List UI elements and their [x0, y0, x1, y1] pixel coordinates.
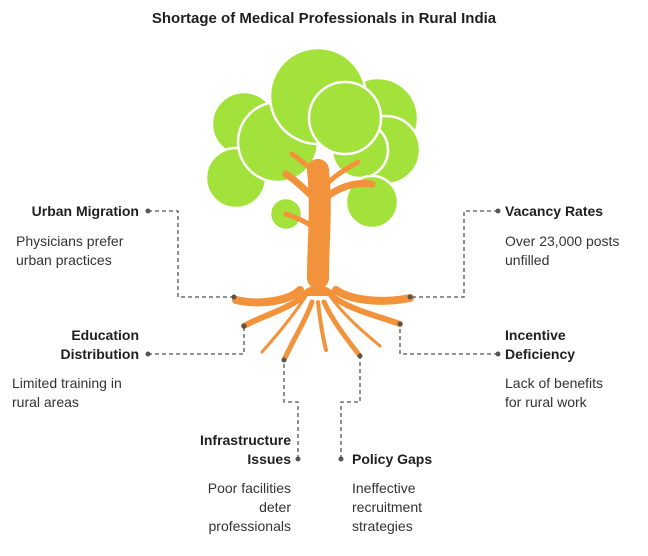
desc-line: Limited training in [12, 375, 122, 391]
diagram-title: Shortage of Medical Professionals in Rur… [151, 10, 497, 27]
education-distribution-description: Limited training in rural areas [12, 374, 162, 412]
connector-lines [148, 210, 498, 459]
title-line: Issues [247, 451, 291, 467]
vacancy-rates-title: Vacancy Rates [505, 203, 604, 219]
vacancy-rates-description: Over 23,000 posts unfilled [505, 232, 645, 270]
tree-trunk [232, 151, 414, 363]
policy-gaps-title: Policy Gaps [352, 451, 433, 467]
urban-migration-description: Physicians prefer urban practices [16, 232, 166, 270]
title-line: Incentive [505, 327, 566, 343]
desc-line: deter [259, 499, 291, 515]
desc-line: Lack of benefits [505, 375, 604, 391]
desc-line: recruitment [352, 499, 423, 515]
connector-dots [145, 208, 501, 462]
title-line: Infrastructure [199, 432, 291, 448]
desc-line: Poor facilities [207, 480, 291, 496]
infrastructure-issues-description: Poor facilities deter professionals [150, 479, 291, 536]
desc-line: urban practices [16, 252, 112, 268]
incentive-deficiency-description: Lack of benefits for rural work [505, 374, 645, 412]
title-line: Distribution [60, 346, 139, 362]
incentive-deficiency-title: Incentive Deficiency [505, 326, 575, 364]
policy-gaps-description: Ineffective recruitment strategies [352, 479, 492, 536]
trunk-base [300, 285, 336, 296]
desc-line: strategies [352, 518, 413, 534]
title-line: Deficiency [505, 346, 576, 362]
desc-line: Physicians prefer [16, 233, 124, 249]
desc-line: professionals [208, 518, 292, 534]
title-line: Education [71, 327, 139, 343]
desc-line: for rural work [505, 394, 587, 410]
desc-line: Over 23,000 posts [505, 233, 620, 249]
desc-line: unfilled [505, 252, 550, 268]
desc-line: rural areas [12, 394, 79, 410]
tree-foliage [204, 46, 422, 232]
urban-migration-title: Urban Migration [31, 203, 139, 219]
education-distribution-title: Education Distribution [0, 326, 139, 364]
infrastructure-issues-title: Infrastructure Issues [150, 431, 291, 469]
desc-line: Ineffective [352, 480, 416, 496]
